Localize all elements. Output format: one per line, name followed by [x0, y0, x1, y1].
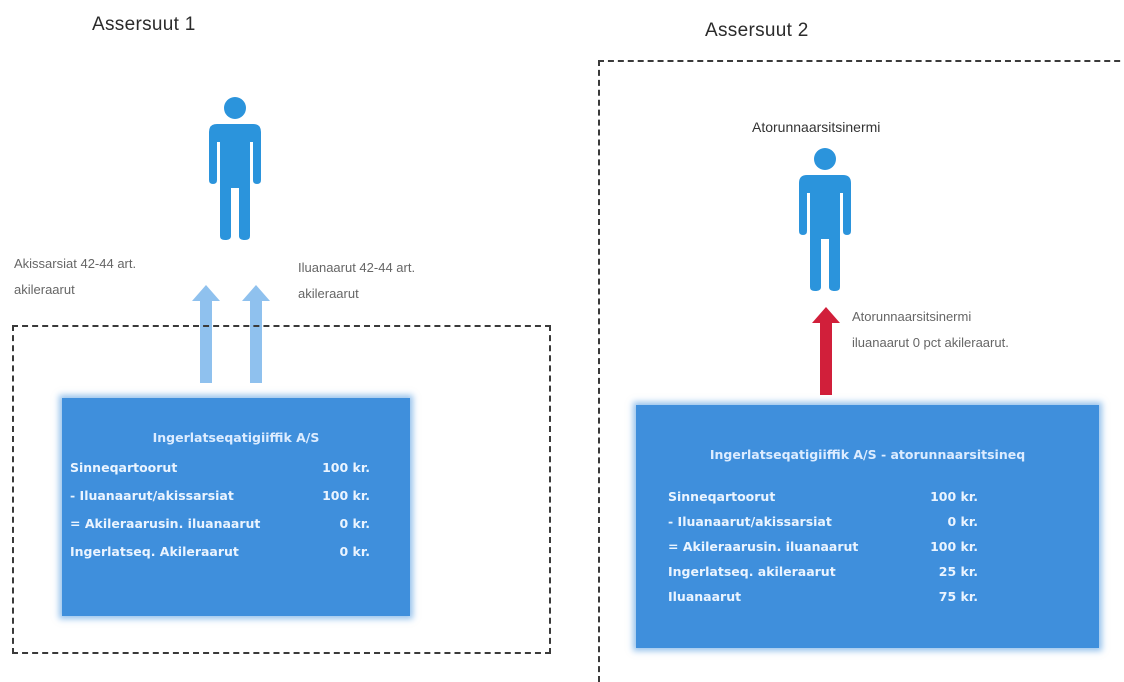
row-value: 0 kr. [339, 544, 371, 559]
scenario-1-title: Assersuut 1 [92, 14, 196, 35]
table-row: Ingerlatseq. Akileraarut 0 kr. [70, 544, 370, 559]
company-boundary-2 [598, 60, 1124, 682]
row-value: 25 kr. [938, 564, 978, 579]
exit-person-label: Atorunnaarsitsinermi [752, 119, 881, 135]
row-label: - Iluanaarut/akissarsiat [668, 514, 832, 529]
arrow-up-icon [242, 285, 270, 383]
table-row: - Iluanaarut/akissarsiat 0 kr. [668, 514, 978, 529]
row-label: - Iluanaarut/akissarsiat [70, 488, 234, 503]
company-boundary-1 [12, 325, 551, 654]
row-label: Ingerlatseq. akileraarut [668, 564, 836, 579]
arrow-up-icon [812, 307, 840, 395]
row-label: Ingerlatseq. Akileraarut [70, 544, 239, 559]
arrow-up-icon [192, 285, 220, 383]
row-value: 100 kr. [930, 539, 978, 554]
exit-arrow-label: Atorunnaarsitsinermi iluanaarut 0 pct ak… [852, 309, 1009, 350]
row-value: 100 kr. [930, 489, 978, 504]
table-row: Sinneqartoorut 100 kr. [70, 460, 370, 475]
row-value: 0 kr. [339, 516, 371, 531]
company-box-1: Ingerlatseqatigiiffik A/S Sinneqartoorut… [62, 398, 410, 616]
row-label: Sinneqartoorut [668, 489, 776, 504]
row-value: 100 kr. [322, 488, 370, 503]
row-label: Sinneqartoorut [70, 460, 178, 475]
table-row: Ingerlatseq. akileraarut 25 kr. [668, 564, 978, 579]
row-label: Iluanaarut [668, 589, 742, 604]
person-icon [209, 97, 261, 240]
row-value: 0 kr. [947, 514, 979, 529]
company-box-2: Ingerlatseqatigiiffik A/S - atorunnaarsi… [636, 405, 1099, 648]
row-label: = Akileraarusin. iluanaarut [668, 539, 859, 554]
row-label: = Akileraarusin. iluanaarut [70, 516, 261, 531]
salary-label: Akissarsiat 42-44 art. akileraarut [14, 256, 137, 297]
person-icon [799, 148, 851, 291]
table-row: - Iluanaarut/akissarsiat 100 kr. [70, 488, 370, 503]
row-value: 100 kr. [322, 460, 370, 475]
company-title: Ingerlatseqatigiiffik A/S [152, 430, 320, 445]
scenario-2-title: Assersuut 2 [705, 20, 809, 41]
dividend-label: Iluanaarut 42-44 art. akileraarut [298, 260, 416, 301]
table-row: Sinneqartoorut 100 kr. [668, 489, 978, 504]
table-row: = Akileraarusin. iluanaarut 0 kr. [70, 516, 370, 531]
table-row: Iluanaarut 75 kr. [668, 589, 978, 604]
table-row: = Akileraarusin. iluanaarut 100 kr. [668, 539, 978, 554]
company-title: Ingerlatseqatigiiffik A/S - atorunnaarsi… [709, 447, 1026, 462]
row-value: 75 kr. [938, 589, 978, 604]
